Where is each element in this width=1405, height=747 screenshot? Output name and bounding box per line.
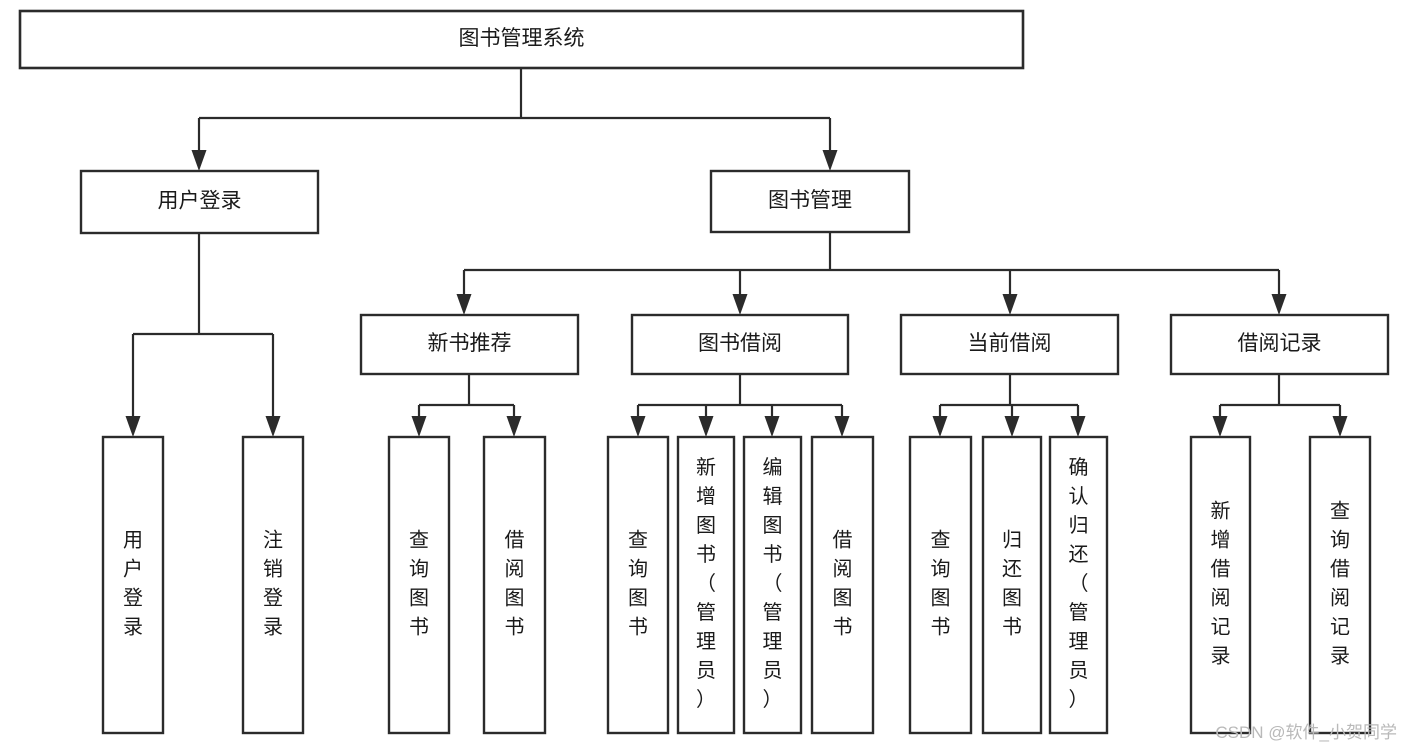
node-leaf-user-logout-box[interactable] [241, 435, 305, 735]
node-leaf-user-login-box[interactable] [101, 435, 165, 735]
book-manage-drop-1-arrowhead [732, 294, 748, 315]
node-leaf-add-record-label: 新增借阅记录 [1211, 500, 1231, 668]
node-new-book-recommend-box[interactable] [359, 313, 580, 376]
node-current-borrow[interactable]: 当前借阅 [899, 313, 1120, 376]
node-leaf-borrow-book-1-box[interactable] [482, 435, 547, 735]
current-borrow-drop-1-arrowhead [1004, 416, 1020, 437]
node-leaf-query-book-1-box[interactable] [387, 435, 451, 735]
node-leaf-add-record-box[interactable] [1189, 435, 1252, 735]
node-leaf-add-record[interactable]: 新增借阅记录 [1189, 435, 1252, 735]
node-leaf-borrow-book-2-box[interactable] [810, 435, 875, 735]
node-leaf-confirm-return-box[interactable] [1048, 435, 1109, 735]
node-borrow-record-label: 借阅记录 [1238, 332, 1322, 355]
node-leaf-query-book-3[interactable]: 查询图书 [908, 435, 973, 735]
node-user-login-label: 用户登录 [158, 190, 242, 213]
book-manage-drop-0-arrowhead [456, 294, 472, 315]
node-leaf-edit-book-label: 编辑图书（管理员） [763, 456, 783, 711]
node-book-borrow-label: 图书借阅 [698, 332, 782, 355]
book-borrow-drop-1-arrowhead [698, 416, 714, 437]
node-leaf-borrow-book-2[interactable]: 借阅图书 [810, 435, 875, 735]
node-book-borrow[interactable]: 图书借阅 [630, 313, 850, 376]
user-login-drop-0-arrowhead [125, 416, 141, 437]
node-leaf-borrow-book-1-label: 借阅图书 [505, 529, 525, 639]
node-leaf-borrow-book-2-label: 借阅图书 [833, 529, 853, 639]
book-manage-drop-2-arrowhead [1002, 294, 1018, 315]
node-leaf-confirm-return[interactable]: 确认归还（管理员） [1048, 435, 1109, 735]
node-layer: 图书管理系统用户登录图书管理新书推荐图书借阅当前借阅借阅记录用户登录注销登录查询… [18, 9, 1390, 735]
root-drop-0-arrowhead [191, 150, 207, 171]
node-leaf-query-book-3-label: 查询图书 [931, 529, 951, 639]
node-leaf-user-logout-label: 注销登录 [263, 529, 283, 639]
node-leaf-user-login[interactable]: 用户登录 [101, 435, 165, 735]
node-book-borrow-box[interactable] [630, 313, 850, 376]
node-leaf-query-record[interactable]: 查询借阅记录 [1308, 435, 1372, 735]
node-root-system-box[interactable] [18, 9, 1025, 70]
node-book-manage-box[interactable] [709, 169, 911, 234]
node-leaf-query-book-1[interactable]: 查询图书 [387, 435, 451, 735]
node-user-login[interactable]: 用户登录 [79, 169, 320, 235]
node-leaf-user-logout[interactable]: 注销登录 [241, 435, 305, 735]
node-new-book-recommend[interactable]: 新书推荐 [359, 313, 580, 376]
node-root-system-label: 图书管理系统 [459, 27, 585, 50]
root-drop-1-arrowhead [822, 150, 838, 171]
node-leaf-add-book-label: 新增图书（管理员） [696, 456, 716, 711]
book-manage-drop-3-arrowhead [1271, 294, 1287, 315]
node-leaf-query-book-2-box[interactable] [606, 435, 670, 735]
node-book-manage[interactable]: 图书管理 [709, 169, 911, 234]
node-leaf-user-login-label: 用户登录 [123, 530, 143, 639]
node-leaf-query-book-2[interactable]: 查询图书 [606, 435, 670, 735]
new-book-drop-1-arrowhead [506, 416, 522, 437]
node-current-borrow-box[interactable] [899, 313, 1120, 376]
connector-layer [125, 68, 1348, 437]
current-borrow-drop-2-arrowhead [1070, 416, 1086, 437]
node-leaf-query-record-box[interactable] [1308, 435, 1372, 735]
user-login-drop-1-arrowhead [265, 416, 281, 437]
current-borrow-drop-0-arrowhead [932, 416, 948, 437]
node-current-borrow-label: 当前借阅 [968, 332, 1052, 355]
borrow-record-drop-1-arrowhead [1332, 416, 1348, 437]
node-book-manage-label: 图书管理 [768, 189, 852, 212]
node-leaf-edit-book-box[interactable] [742, 435, 803, 735]
node-leaf-return-book-label: 归还图书 [1002, 529, 1022, 639]
book-borrow-drop-0-arrowhead [630, 416, 646, 437]
node-user-login-box[interactable] [79, 169, 320, 235]
node-leaf-confirm-return-label: 确认归还（管理员） [1069, 456, 1089, 711]
node-leaf-borrow-book-1[interactable]: 借阅图书 [482, 435, 547, 735]
node-borrow-record[interactable]: 借阅记录 [1169, 313, 1390, 376]
node-leaf-return-book-box[interactable] [981, 435, 1043, 735]
node-leaf-return-book[interactable]: 归还图书 [981, 435, 1043, 735]
new-book-drop-0-arrowhead [411, 416, 427, 437]
node-leaf-query-book-3-box[interactable] [908, 435, 973, 735]
node-new-book-recommend-label: 新书推荐 [428, 332, 512, 355]
node-leaf-query-record-label: 查询借阅记录 [1330, 500, 1350, 668]
node-leaf-add-book[interactable]: 新增图书（管理员） [676, 435, 736, 735]
node-borrow-record-box[interactable] [1169, 313, 1390, 376]
node-root-system[interactable]: 图书管理系统 [18, 9, 1025, 70]
node-leaf-query-book-2-label: 查询图书 [628, 529, 648, 639]
book-borrow-drop-2-arrowhead [764, 416, 780, 437]
book-borrow-drop-3-arrowhead [834, 416, 850, 437]
node-leaf-add-book-box[interactable] [676, 435, 736, 735]
borrow-record-drop-0-arrowhead [1212, 416, 1228, 437]
node-leaf-query-book-1-label: 查询图书 [409, 529, 429, 639]
node-leaf-edit-book[interactable]: 编辑图书（管理员） [742, 435, 803, 735]
